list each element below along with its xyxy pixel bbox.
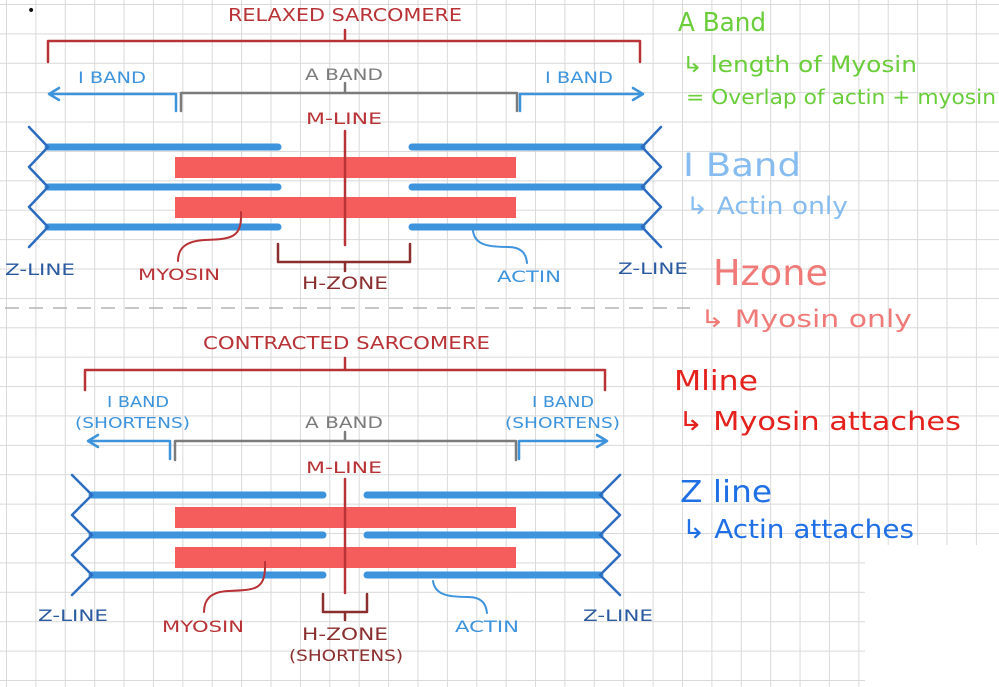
note-i-band-line: ↳ Actin only (686, 192, 848, 220)
contracted-i-band-left-label: I BAND (107, 393, 169, 411)
relaxed-myosin-pointer (177, 211, 243, 262)
contracted-h-zone-label: H-ZONE (302, 625, 388, 645)
contracted-myosin-pointer (203, 561, 267, 613)
note-z-line-line: ↳ Actin attaches (682, 515, 914, 545)
relaxed-actin-label: ACTIN (497, 267, 561, 286)
contracted-i-band-right-note: (SHORTENS) (505, 414, 620, 432)
relaxed-actin-filaments-right (408, 143, 646, 231)
contracted-h-zone-note: (SHORTENS) (289, 646, 403, 665)
relaxed-h-zone-bracket (276, 242, 412, 273)
contracted-myosin-label: MYOSIN (162, 617, 244, 636)
blank-patch (865, 545, 999, 687)
relaxed-z-line-left-label: Z-LINE (5, 260, 75, 279)
contracted-z-line-left (70, 473, 94, 597)
relaxed-a-band-bracket (179, 81, 519, 113)
relaxed-i-band-arrow-right (518, 86, 645, 113)
relaxed-i-band-right-label: I BAND (545, 68, 613, 87)
contracted-h-zone-bracket (321, 592, 369, 622)
contracted-sarcomere-bracket (83, 356, 607, 392)
relaxed-m-line-label: M-LINE (306, 109, 382, 128)
relaxed-i-band-arrow-left (47, 86, 178, 113)
contracted-i-band-left-note: (SHORTENS) (75, 414, 190, 432)
note-m-line-heading: Mline (674, 364, 758, 397)
relaxed-sarcomere-bracket (46, 28, 642, 64)
contracted-z-line-right-label: Z-LINE (583, 606, 653, 625)
note-a-band-heading: A Band (678, 8, 766, 38)
contracted-i-band-arrow-right (517, 433, 609, 461)
relaxed-i-band-left-label: I BAND (78, 68, 146, 87)
contracted-actin-filaments-left (88, 491, 327, 579)
contracted-z-line-right (598, 473, 622, 597)
relaxed-z-line-right-label: Z-LINE (618, 259, 688, 278)
contracted-actin-filaments-right (363, 491, 604, 579)
contracted-i-band-arrow-left (86, 433, 172, 461)
note-i-band-heading: I Band (683, 146, 801, 184)
note-z-line-heading: Z line (680, 475, 772, 510)
note-h-zone-line: ↳ Myosin only (700, 305, 912, 333)
relaxed-z-line-left (27, 125, 50, 249)
contracted-a-band-label: A BAND (305, 413, 383, 432)
relaxed-myosin-label: MYOSIN (138, 265, 220, 284)
relaxed-title: RELAXED SARCOMERE (228, 5, 462, 26)
relaxed-actin-pointer (472, 230, 528, 264)
relaxed-h-zone-label: H-ZONE (302, 274, 388, 294)
contracted-title: CONTRACTED SARCOMERE (203, 333, 490, 354)
contracted-m-line-label: M-LINE (306, 458, 382, 477)
note-m-line-line: ↳ Myosin attaches (678, 407, 961, 437)
relaxed-sarcomere: RELAXED SARCOMERE I BAND A BAND I BAND M… (5, 5, 688, 294)
note-a-band-line: ↳ length of Myosin (682, 53, 917, 78)
note-a-band-line: = Overlap of actin + myosin (686, 85, 996, 109)
contracted-z-line-left-label: Z-LINE (38, 606, 108, 625)
relaxed-a-band-label: A BAND (305, 65, 383, 84)
handwritten-notes: A Band ↳ length of Myosin = Overlap of a… (674, 8, 996, 545)
contracted-actin-pointer (432, 580, 488, 614)
bullet-point: • (27, 3, 35, 19)
note-h-zone-heading: Hzone (713, 253, 828, 294)
relaxed-z-line-right (640, 125, 663, 249)
contracted-sarcomere: CONTRACTED SARCOMERE I BAND (SHORTENS) A… (38, 333, 653, 665)
contracted-i-band-right-label: I BAND (532, 393, 594, 411)
contracted-actin-label: ACTIN (455, 617, 519, 636)
contracted-a-band-bracket (173, 430, 518, 462)
